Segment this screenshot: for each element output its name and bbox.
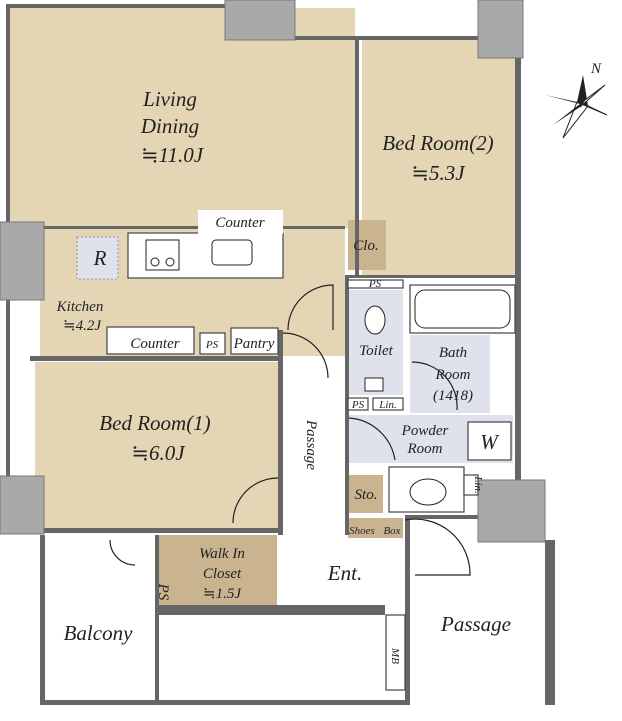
counter-top-label: Counter — [215, 215, 264, 231]
toilet-icon — [364, 305, 386, 335]
box-label: Box — [383, 525, 400, 537]
closet-label: Closet — [203, 566, 242, 582]
dining-label: Dining — [140, 114, 199, 138]
wall-kitchen-north — [35, 226, 345, 229]
refrigerator-label: R — [93, 246, 107, 270]
pillar-top-right — [477, 0, 524, 59]
ps-bath — [347, 397, 369, 411]
bed-room-1-floor — [35, 362, 278, 528]
wall-east — [515, 55, 521, 480]
door-living — [287, 284, 334, 331]
pantry-label: Pantry — [233, 336, 275, 352]
washbasin-icon — [409, 478, 447, 506]
wall-bed2-west — [355, 38, 359, 278]
refrigerator — [76, 236, 119, 280]
sink-icon — [211, 239, 253, 266]
ps-bath-label: PS — [351, 399, 365, 411]
bed-room-2-label: Bed Room(2) — [382, 131, 493, 155]
door-balcony — [109, 539, 136, 566]
passage-inner-label: Passage — [303, 419, 319, 470]
door-entrance — [404, 518, 471, 576]
shoes-label: Shoes — [349, 525, 375, 537]
bath-floor — [410, 335, 490, 413]
bed-room-2-size: ≒5.3J — [411, 161, 466, 185]
living-size: ≒11.0J — [141, 143, 205, 167]
bath-size: (1418) — [433, 388, 473, 404]
kitchen-label: Kitchen — [56, 299, 104, 315]
pantry — [230, 327, 279, 355]
kitchen-counter-bottom — [106, 326, 195, 355]
wall-entrance-east — [405, 515, 410, 705]
ps-top-label: PS — [368, 278, 382, 290]
walk-in-label: Walk In — [199, 546, 245, 562]
wall-balcony-west — [40, 535, 45, 705]
door-passage — [282, 332, 329, 379]
hand-sink-icon — [364, 377, 384, 392]
wall-north-2 — [290, 36, 490, 40]
meter-box — [385, 614, 406, 691]
wall-south — [155, 605, 385, 615]
washer — [467, 421, 512, 461]
ps-kitchen — [199, 332, 226, 355]
toilet-label: Toilet — [359, 343, 393, 359]
closet-floor — [348, 220, 386, 270]
kitchen-size: ≒4.2J — [63, 318, 102, 334]
storage-label: Sto. — [355, 487, 378, 503]
bed-room-2-floor — [362, 40, 515, 275]
counter-label-bg — [198, 210, 283, 234]
living-dining-floor — [10, 8, 355, 228]
ps-top — [347, 279, 404, 289]
entrance-label: Ent. — [327, 561, 362, 585]
storage-floor — [348, 475, 383, 513]
pillar-left-bottom — [0, 475, 45, 535]
walk-in-closet-floor — [157, 535, 277, 605]
burner-icon — [150, 257, 160, 267]
wall-passage-east — [345, 275, 349, 535]
door-bed1 — [232, 477, 279, 524]
counter-bottom-label: Counter — [130, 336, 179, 352]
bathtub-basin-icon — [414, 289, 511, 329]
linen-label: Lin. — [378, 399, 396, 411]
ps-walkin-label: PS — [155, 583, 171, 601]
pillar-top — [224, 0, 296, 41]
linen-2-label: Lin. — [472, 475, 484, 493]
pillar-right-bottom — [477, 479, 546, 543]
bath-room-label: Room — [435, 367, 471, 383]
passage-outer-label: Passage — [440, 612, 511, 636]
bed-room-1-size: ≒6.0J — [131, 441, 186, 465]
compass-north-label: N — [590, 61, 602, 77]
stove-icon — [145, 239, 180, 271]
wall-north — [6, 4, 228, 8]
burner-icon — [165, 257, 175, 267]
pillar-left-mid — [0, 221, 45, 301]
door-bath — [411, 361, 458, 411]
walk-in-size: ≒1.5J — [203, 586, 242, 602]
wall-bed1-north — [30, 356, 280, 361]
linen-2 — [463, 474, 479, 496]
door-powder — [348, 417, 396, 461]
shoes-box-floor — [348, 518, 403, 538]
wall-passage-west — [278, 330, 283, 535]
living-label: Living — [142, 87, 197, 111]
ps-kitchen-label: PS — [205, 339, 219, 351]
washer-label: W — [480, 430, 500, 454]
bed-room-1-label: Bed Room(1) — [99, 411, 210, 435]
wall-passage-north — [410, 515, 480, 519]
balcony-label: Balcony — [64, 621, 133, 645]
wall-bed1-south — [30, 528, 280, 533]
closet-label: Clo. — [353, 238, 378, 254]
wall-bath-north — [345, 275, 517, 278]
meter-box-label: MB — [389, 647, 401, 664]
compass-rose-icon: N — [545, 61, 608, 139]
linen — [372, 397, 404, 411]
bath-label: Bath — [439, 345, 467, 361]
powder-label: Powder — [401, 423, 449, 439]
wall-outer-passage-east — [545, 540, 555, 705]
wall-balcony-east — [155, 535, 159, 705]
wall-bottom — [40, 700, 410, 705]
powder-room-label: Room — [407, 441, 443, 457]
